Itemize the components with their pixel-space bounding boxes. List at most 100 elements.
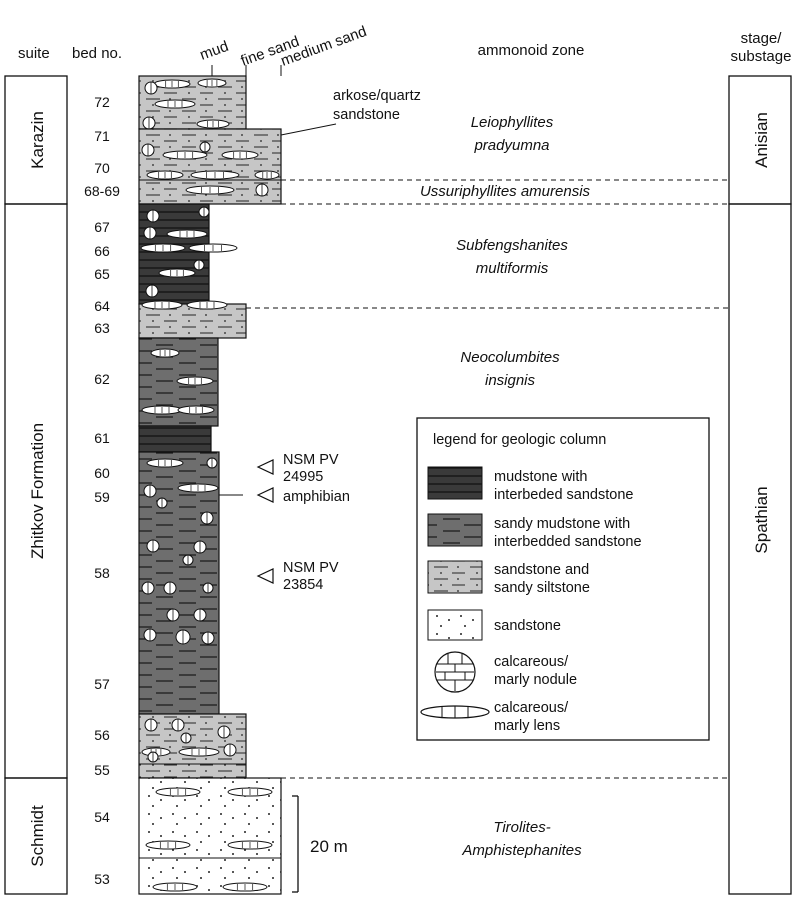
lens-mark — [166, 229, 208, 239]
legend-nodule-icon — [434, 651, 476, 693]
lens-mark — [155, 787, 201, 797]
legend-sandstone-siltstone-line2: sandy siltstone — [494, 580, 590, 596]
bed-number: 54 — [94, 809, 110, 825]
lens-mark — [152, 882, 198, 892]
header-suite: suite — [18, 45, 50, 62]
legend-lens-line1: calcareous/ — [494, 700, 569, 716]
suite-zhitkov-formation: Zhitkov Formation — [28, 423, 47, 559]
amphibian-label: amphibian — [283, 489, 350, 505]
lens-mark — [153, 79, 191, 89]
stage-column — [728, 75, 792, 895]
header-bed-no: bed no. — [72, 45, 122, 62]
lens-mark — [177, 405, 215, 415]
bed-number: 66 — [94, 243, 110, 259]
legend-sandstone-siltstone-line1: sandstone and — [494, 562, 589, 578]
specimen2-label-line1: NSM PV — [283, 560, 339, 576]
nodule-mark — [180, 732, 192, 744]
nodule-mark — [193, 540, 207, 554]
lens-mark — [227, 787, 273, 797]
zone-ussuriphyllites: Ussuriphyllites amurensis — [420, 183, 591, 200]
stage-spathian: Spathian — [752, 486, 771, 553]
bed-number: 56 — [94, 727, 110, 743]
nodule-mark — [146, 539, 160, 553]
nodule-mark — [166, 608, 180, 622]
bed-number: 59 — [94, 489, 110, 505]
legend-swatch-sandstone — [427, 609, 483, 641]
lens-mark — [140, 243, 186, 253]
nodule-mark — [141, 143, 155, 157]
legend-sandstone: sandstone — [494, 618, 561, 634]
bed-number: 65 — [94, 266, 110, 282]
scale-bar — [292, 795, 299, 893]
nodule-mark — [144, 81, 158, 95]
nodule-mark — [193, 608, 207, 622]
bed-number: 53 — [94, 871, 110, 887]
nodule-mark — [198, 206, 210, 218]
legend-nodule-line2: marly nodule — [494, 672, 577, 688]
grain-size-ticks — [211, 65, 282, 76]
zone-leiophyllites-line2: pradyumna — [473, 137, 549, 154]
bed-number: 60 — [94, 465, 110, 481]
legend-sandy-mudstone-line1: sandy mudstone with — [494, 516, 630, 532]
nodule-mark — [171, 718, 185, 732]
nodule-mark — [182, 554, 194, 566]
specimen1-label-line1: NSM PV — [283, 452, 339, 468]
legend-swatch-mudstone — [427, 466, 483, 500]
bed-number: 71 — [94, 128, 110, 144]
legend: legend for geologic column mudstone with… — [416, 417, 710, 741]
lens-mark — [158, 268, 196, 278]
lens-mark — [197, 78, 227, 88]
nodule-mark — [143, 226, 157, 240]
nodule-mark — [146, 209, 160, 223]
nodule-mark — [217, 725, 231, 739]
zone-subfengshanites-line2: multiformis — [476, 260, 549, 277]
nodule-mark — [141, 581, 155, 595]
lens-mark — [190, 170, 240, 180]
legend-mudstone-line1: mudstone with — [494, 469, 588, 485]
nodule-mark — [147, 751, 159, 763]
nodule-mark — [156, 497, 168, 509]
lens-mark — [186, 300, 228, 310]
zone-subfengshanites-line1: Subfengshanites — [456, 237, 568, 254]
nodule-mark — [206, 457, 218, 469]
legend-title: legend for geologic column — [433, 432, 606, 448]
amphibian-marker-icon — [256, 487, 274, 503]
bed-number: 67 — [94, 219, 110, 235]
lens-mark — [177, 483, 219, 493]
bed-number: 55 — [94, 762, 110, 778]
bed-number-list: 72 71 70 68-69 67 66 65 64 63 62 61 60 5… — [84, 94, 120, 887]
lens-mark — [178, 747, 220, 757]
suite-karazin: Karazin — [28, 111, 47, 169]
suite-schmidt: Schmidt — [28, 805, 47, 867]
bed-number: 61 — [94, 430, 110, 446]
bed-number: 58 — [94, 565, 110, 581]
specimen-marker-icon — [256, 568, 274, 584]
lens-mark — [141, 405, 183, 415]
bed-number: 63 — [94, 320, 110, 336]
nodule-mark — [255, 183, 269, 197]
bed-boundaries — [139, 179, 281, 859]
zone-neocolumbites-line1: Neocolumbites — [460, 349, 560, 366]
bed-53-54-layer — [138, 777, 282, 895]
bed-number: 70 — [94, 160, 110, 176]
specimen1-label-line2: 24995 — [283, 469, 323, 485]
zone-neocolumbites-line2: insignis — [485, 372, 536, 389]
lens-mark — [188, 243, 238, 253]
lens-mark — [254, 170, 280, 180]
nodule-mark — [143, 628, 157, 642]
legend-swatch-sandstone-siltstone — [427, 560, 483, 594]
lens-mark — [222, 882, 268, 892]
bed-number: 64 — [94, 298, 110, 314]
annotation-arkose-line1: arkose/quartz — [333, 88, 421, 104]
bed-number: 57 — [94, 676, 110, 692]
lithologic-column — [138, 75, 282, 895]
nodule-mark — [202, 582, 214, 594]
zone-tirolites-line2: Amphistephanites — [461, 842, 582, 859]
nodule-mark — [201, 631, 215, 645]
nodule-mark — [175, 629, 191, 645]
bed-number: 62 — [94, 371, 110, 387]
nodule-mark — [143, 484, 157, 498]
lens-mark — [146, 170, 184, 180]
nodule-mark — [142, 116, 156, 130]
specimen-marker-icon — [256, 459, 274, 475]
